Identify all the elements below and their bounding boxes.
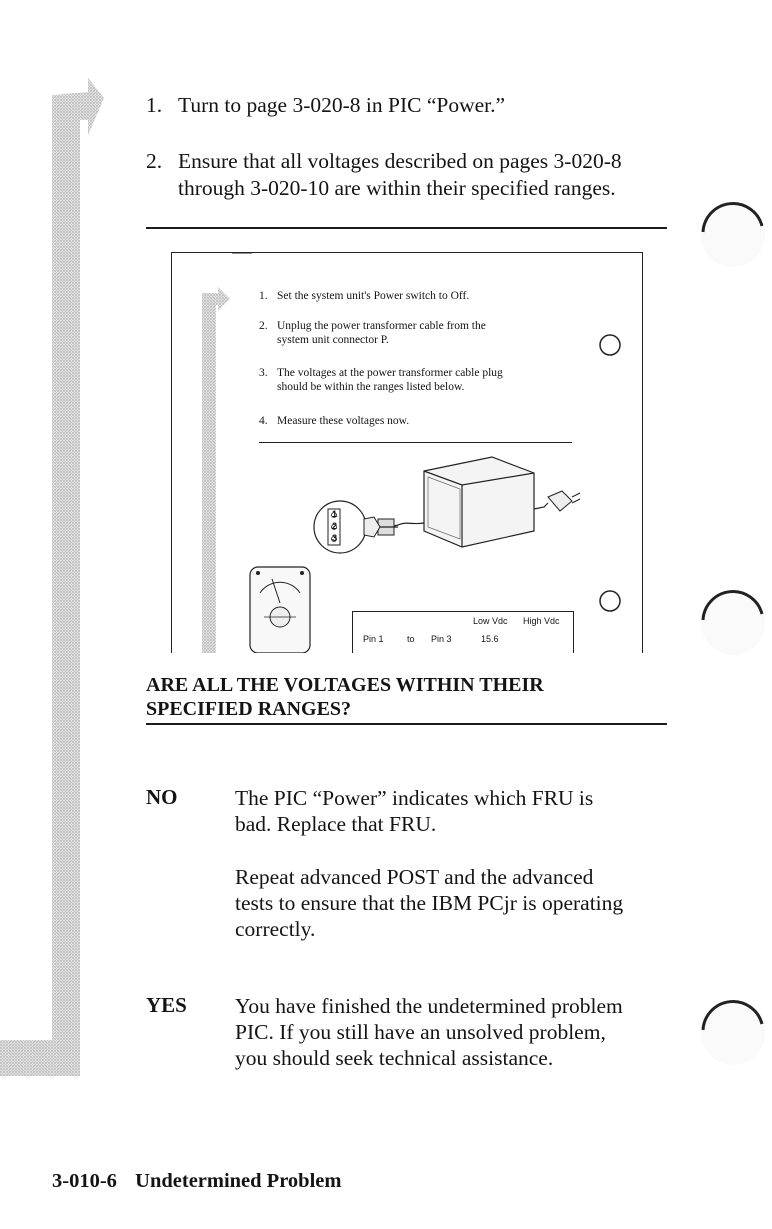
answer-paragraph: Repeat advanced POST and the advanced te… xyxy=(235,864,623,942)
step-item: 2. Ensure that all voltages described on… xyxy=(146,148,686,208)
table-cell: to xyxy=(407,634,415,644)
answer-line: PIC. If you still have an unsolved probl… xyxy=(235,1020,606,1044)
answer-line: tests to ensure that the IBM PCjr is ope… xyxy=(235,891,624,915)
inset-step-number: 3. xyxy=(259,367,268,379)
connector-pin-labels: 1 2 3 xyxy=(332,508,337,544)
answer-line: The PIC “Power” indicates which FRU is xyxy=(235,786,594,810)
divider xyxy=(146,227,667,229)
answer-line: Repeat advanced POST and the advanced xyxy=(235,865,594,889)
connector-plug-icon xyxy=(313,500,398,554)
answer-label-no: NO xyxy=(146,785,178,809)
table-cell: Pin 1 xyxy=(363,634,384,644)
step-text: Turn to page 3-020-8 in PIC “Power.” xyxy=(178,93,506,117)
answer-line: bad. Replace that FRU. xyxy=(235,812,437,836)
table-cell: Pin 3 xyxy=(431,634,452,644)
page-number: 3-010-6 xyxy=(52,1170,117,1192)
answer-paragraph: You have finished the undetermined probl… xyxy=(235,993,623,1071)
referenced-page-figure: 1. Set the system unit's Power switch to… xyxy=(171,252,643,653)
multimeter-icon xyxy=(249,566,311,653)
answer-label-yes: YES xyxy=(146,993,187,1017)
step-item: 1. Turn to page 3-020-8 in PIC “Power.” xyxy=(146,92,686,122)
punch-hole-icon xyxy=(701,590,765,655)
pin-label: 1 xyxy=(332,509,338,519)
step-text: Ensure that all voltages described on pa… xyxy=(178,149,622,173)
inset-step-item: 4. Measure these voltages now. xyxy=(259,414,599,430)
divider xyxy=(146,723,667,725)
section-title: Undetermined Problem xyxy=(135,1170,342,1192)
question-line: SPECIFIED RANGES? xyxy=(146,698,352,720)
page-footer: 3-010-6 Undetermined Problem xyxy=(52,1170,341,1193)
table-cell: 15.6 xyxy=(481,634,499,644)
inset-divider xyxy=(259,442,572,443)
inset-step-number: 1. xyxy=(259,290,268,302)
table-header: High Vdc xyxy=(523,616,560,626)
flow-arrow-icon xyxy=(202,287,230,653)
inset-step-number: 4. xyxy=(259,415,268,427)
answer-line: You have finished the undetermined probl… xyxy=(235,994,623,1018)
inset-step-text: system unit connector P. xyxy=(277,334,389,346)
answer-paragraph: The PIC “Power” indicates which FRU is b… xyxy=(235,785,593,837)
inset-step-item: 3. The voltages at the power transformer… xyxy=(259,366,599,396)
inset-step-text: The voltages at the power transformer ca… xyxy=(277,367,503,379)
voltage-table: Low Vdc High Vdc Pin 1 to Pin 3 15.6 xyxy=(352,611,574,653)
inset-step-text: should be within the ranges listed below… xyxy=(277,381,465,393)
punch-hole-icon xyxy=(599,334,621,356)
punch-hole-icon xyxy=(599,590,621,612)
step-text: through 3-020-10 are within their specif… xyxy=(178,176,616,200)
inset-step-text: Set the system unit's Power switch to Of… xyxy=(277,290,470,302)
inset-step-text: Unplug the power transformer cable from … xyxy=(277,320,486,332)
inset-step-item: 2. Unplug the power transformer cable fr… xyxy=(259,319,599,349)
inset-step-number: 2. xyxy=(259,320,268,332)
step-number: 2. xyxy=(146,149,163,173)
power-transformer-icon xyxy=(372,456,581,548)
punch-hole-icon xyxy=(701,1000,765,1065)
question-heading: ARE ALL THE VOLTAGES WITHIN THEIR SPECIF… xyxy=(146,673,544,721)
answer-line: you should seek technical assistance. xyxy=(235,1046,554,1070)
pin-label: 2 xyxy=(332,521,338,531)
inset-step-text: Measure these voltages now. xyxy=(277,415,410,427)
flow-arrow-icon xyxy=(0,78,104,1076)
step-number: 1. xyxy=(146,93,163,117)
question-line: ARE ALL THE VOLTAGES WITHIN THEIR xyxy=(146,674,544,696)
inset-step-item: 1. Set the system unit's Power switch to… xyxy=(259,289,599,305)
answer-line: correctly. xyxy=(235,917,316,941)
table-header: Low Vdc xyxy=(473,616,508,626)
pin-label: 3 xyxy=(332,533,338,543)
punch-hole-icon xyxy=(701,202,765,267)
